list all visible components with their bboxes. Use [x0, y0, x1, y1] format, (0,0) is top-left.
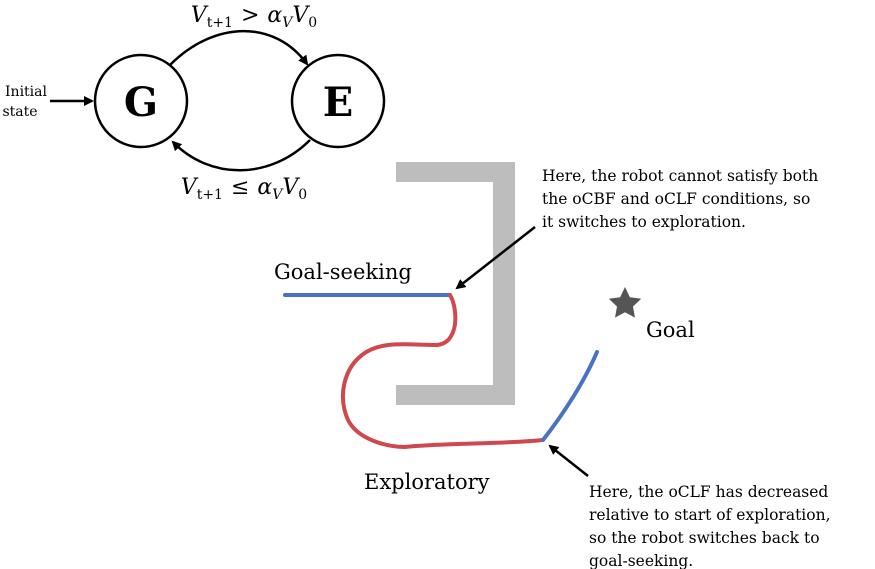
- goal-seeking-path-final: [541, 350, 599, 442]
- exploratory-path: [340, 293, 545, 450]
- goal-seeking-node: [93, 53, 189, 149]
- annotation-top-arrow: [455, 226, 536, 290]
- annotation-bottom-line2: relative to start of exploration,: [589, 506, 831, 524]
- exploratory-label: Exploratory: [364, 470, 490, 494]
- initial-state-label-line2: state: [2, 104, 37, 120]
- state-machine: Initial state G E Vt+1>αVV0 Vt+1≤αVV0: [2, 3, 386, 203]
- initial-state-label-line1: Initial: [5, 84, 47, 100]
- annotation-bottom-arrow: [548, 444, 589, 477]
- annotation-top-line1: Here, the robot cannot satisfy both: [542, 167, 818, 185]
- annotation-bottom-line3: so the robot switches back to: [589, 529, 820, 547]
- environment-scene: Goal Goal-seeking Exploratory Here, the …: [274, 162, 831, 569]
- condition-to-goal-seeking: Vt+1≤αVV0: [181, 175, 307, 203]
- annotation-top-line3: it switches to exploration.: [542, 213, 746, 231]
- exploratory-node-label: E: [323, 79, 354, 126]
- wall-obstacle: [396, 162, 515, 405]
- transition-arrow-to-goal-seeking: [171, 139, 311, 172]
- goal-label: Goal: [646, 318, 695, 342]
- goal-seeking-node-label: G: [124, 79, 158, 126]
- annotation-switch-to-goal-seeking: Here, the oCLF has decreased relative to…: [548, 444, 831, 569]
- annotation-bottom-line1: Here, the oCLF has decreased: [589, 483, 828, 501]
- condition-to-exploratory: Vt+1>αVV0: [191, 3, 317, 31]
- goal-star-icon: [608, 287, 642, 318]
- transition-arrow-to-exploratory: [169, 29, 309, 66]
- annotation-bottom-line4: goal-seeking.: [589, 552, 693, 569]
- annotation-top-line2: the oCBF and oCLF conditions, so: [542, 190, 810, 208]
- exploratory-node: [290, 53, 386, 149]
- annotation-switch-to-exploration: Here, the robot cannot satisfy both the …: [455, 167, 818, 290]
- goal-seeking-label: Goal-seeking: [274, 260, 412, 284]
